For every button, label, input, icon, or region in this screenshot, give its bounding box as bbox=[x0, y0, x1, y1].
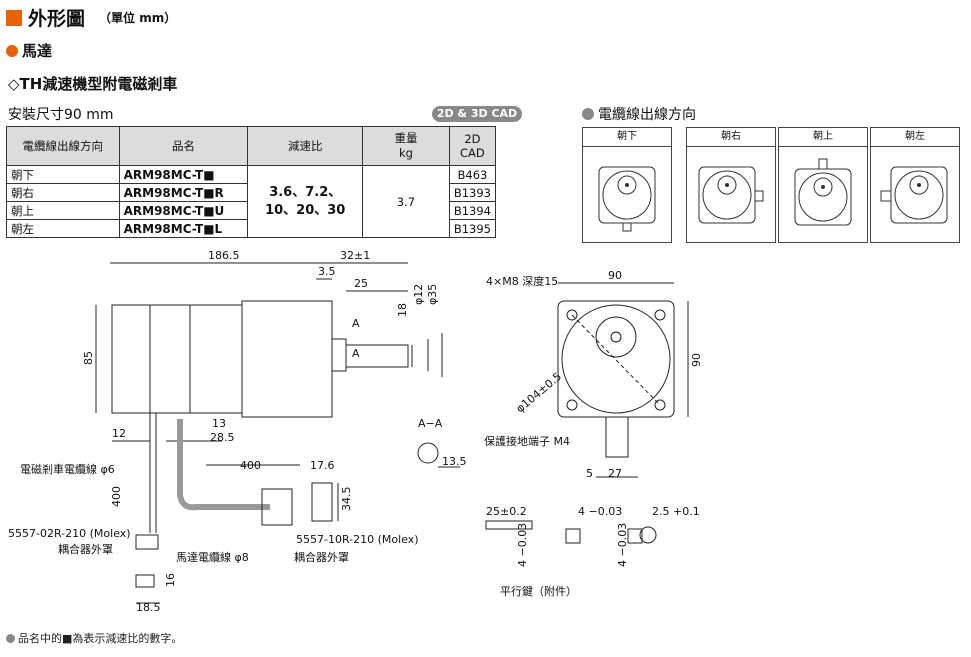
shaft bbox=[345, 344, 409, 368]
svg-text:34.5: 34.5 bbox=[340, 487, 353, 512]
svg-text:5557-02R-210 (Molex): 5557-02R-210 (Molex) bbox=[8, 527, 131, 540]
svg-text:25: 25 bbox=[354, 277, 368, 290]
svg-text:90: 90 bbox=[690, 353, 703, 367]
svg-text:4 −0.03: 4 −0.03 bbox=[516, 523, 529, 567]
svg-text:13: 13 bbox=[212, 417, 226, 430]
col-weight: 重量 kg bbox=[362, 126, 450, 166]
svg-text:18.5: 18.5 bbox=[136, 601, 161, 614]
orientation-right: 朝右 bbox=[686, 127, 776, 243]
table-row: 朝左 ARM98MC-T■L B1395 bbox=[6, 219, 497, 238]
motor-front-up-icon bbox=[794, 158, 852, 226]
col-model: 品名 bbox=[118, 126, 249, 166]
svg-text:A: A bbox=[352, 347, 360, 360]
svg-text:φ104±0.5: φ104±0.5 bbox=[514, 370, 564, 415]
motor-front-down-icon bbox=[598, 166, 656, 232]
motor-heading: 馬達 bbox=[6, 40, 52, 61]
page-title: 外形圖 （單位 mm） bbox=[6, 4, 176, 31]
cad-badge[interactable]: 2D & 3D CAD bbox=[432, 106, 522, 122]
large-connector bbox=[261, 488, 293, 526]
svg-text:16: 16 bbox=[164, 573, 177, 587]
key-side bbox=[485, 520, 533, 530]
footnote: 品名中的■為表示減速比的數字。 bbox=[6, 630, 182, 646]
orientation-heading: 電纜線出線方向 bbox=[582, 104, 696, 124]
svg-text:5557-10R-210 (Molex): 5557-10R-210 (Molex) bbox=[296, 533, 419, 546]
small-connector-face bbox=[135, 574, 155, 588]
svg-text:馬達電纜線 φ8: 馬達電纜線 φ8 bbox=[176, 550, 249, 564]
svg-text:186.5: 186.5 bbox=[208, 249, 240, 262]
svg-text:17.6: 17.6 bbox=[310, 459, 335, 472]
spec-table: 電纜線出線方向 品名 減速比 重量 kg 2D CAD 朝下 ARM98MC-T… bbox=[6, 126, 497, 238]
table-row: 朝下 ARM98MC-T■ 3.6、7.2、 10、20、30 3.7 B463 bbox=[6, 165, 497, 238]
svg-text:85: 85 bbox=[82, 351, 95, 365]
gray-dot-icon bbox=[582, 108, 594, 120]
svg-text:4 −0.03: 4 −0.03 bbox=[616, 523, 629, 567]
gray-dot-icon bbox=[6, 633, 15, 643]
svg-text:400: 400 bbox=[110, 486, 123, 507]
col-direction: 電纜線出線方向 bbox=[6, 126, 120, 166]
svg-text:12: 12 bbox=[112, 427, 126, 440]
section-aa bbox=[417, 442, 439, 464]
svg-text:2.5 +0.1: 2.5 +0.1 bbox=[652, 505, 700, 518]
gearhead-side bbox=[241, 300, 333, 418]
svg-text:25±0.2: 25±0.2 bbox=[486, 505, 527, 518]
orientation-down: 朝下 bbox=[582, 127, 672, 243]
pilot-circle bbox=[561, 304, 671, 414]
connector-face bbox=[311, 482, 333, 522]
svg-text:5: 5 bbox=[586, 467, 593, 480]
ratio-cell: 3.6、7.2、 10、20、30 bbox=[247, 165, 364, 238]
svg-text:13.5: 13.5 bbox=[442, 455, 467, 468]
svg-text:保護接地端子 M4: 保護接地端子 M4 bbox=[484, 434, 570, 448]
weight-cell: 3.7 bbox=[362, 165, 450, 238]
dimension-drawing: 186.5 32±1 3.5 25 A A 85 18 φ12 φ35 12 1… bbox=[8, 249, 703, 614]
svg-text:平行鍵（附件）: 平行鍵（附件） bbox=[500, 584, 577, 598]
col-cad: 2D CAD bbox=[448, 126, 497, 166]
svg-text:耦合器外罩: 耦合器外罩 bbox=[294, 550, 349, 564]
svg-text:A−A: A−A bbox=[418, 417, 443, 430]
orange-dot-icon bbox=[6, 44, 18, 57]
small-connector bbox=[135, 534, 159, 550]
svg-text:3.5: 3.5 bbox=[318, 265, 336, 278]
svg-text:90: 90 bbox=[608, 269, 622, 282]
svg-text:電磁剎車電纜線 φ6: 電磁剎車電纜線 φ6 bbox=[20, 462, 115, 476]
motor-front-left-icon bbox=[880, 166, 948, 224]
svg-text:400: 400 bbox=[240, 459, 261, 472]
size-heading: 安裝尺寸90 mm bbox=[8, 107, 114, 123]
cad-link[interactable]: B1394 bbox=[448, 201, 497, 220]
table-header-row: 電纜線出線方向 品名 減速比 重量 kg 2D CAD bbox=[6, 126, 497, 166]
svg-text:28.5: 28.5 bbox=[210, 431, 235, 444]
svg-text:φ12: φ12 bbox=[412, 284, 425, 305]
motor-body-side bbox=[111, 304, 243, 414]
cad-link[interactable]: B1393 bbox=[448, 183, 497, 202]
col-ratio: 減速比 bbox=[247, 126, 364, 166]
cad-link[interactable]: B1395 bbox=[448, 219, 497, 238]
orientation-up: 朝上 bbox=[778, 127, 868, 243]
orientation-left: 朝左 bbox=[870, 127, 960, 243]
svg-text:27: 27 bbox=[608, 467, 622, 480]
svg-text:32±1: 32±1 bbox=[340, 249, 370, 262]
svg-text:φ35: φ35 bbox=[426, 284, 439, 305]
svg-text:18: 18 bbox=[396, 303, 409, 317]
svg-text:耦合器外罩: 耦合器外罩 bbox=[58, 542, 113, 556]
cad-link[interactable]: B463 bbox=[448, 165, 497, 184]
ground-terminal bbox=[605, 416, 629, 458]
svg-text:4×M8 深度15: 4×M8 深度15 bbox=[486, 274, 558, 288]
svg-text:4 −0.03: 4 −0.03 bbox=[578, 505, 622, 518]
motor-front-right-icon bbox=[698, 166, 764, 224]
table-row: 朝上 ARM98MC-T■U B1394 bbox=[6, 201, 497, 220]
series-heading: ◇TH減速機型附電磁剎車 bbox=[8, 75, 178, 93]
svg-text:A: A bbox=[352, 317, 360, 330]
title-square-icon bbox=[6, 9, 22, 26]
